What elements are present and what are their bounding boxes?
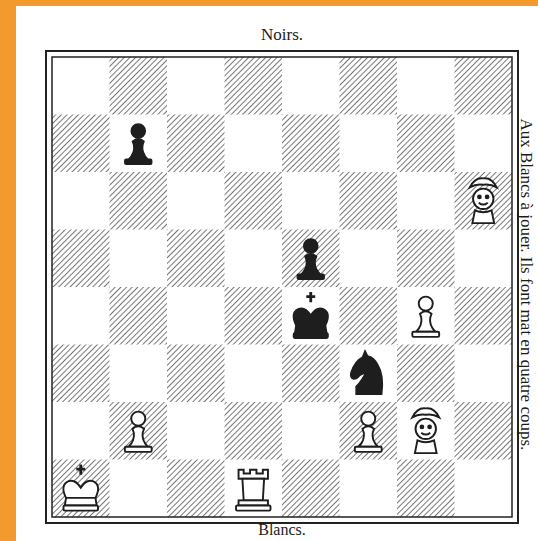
- dark-square: [167, 115, 225, 173]
- dark-square: [167, 460, 225, 518]
- dark-square: [340, 287, 398, 345]
- outer-frame: [46, 51, 518, 523]
- dark-square: [455, 57, 513, 115]
- dark-square: [52, 460, 110, 518]
- white-pawn: [355, 412, 382, 452]
- white-pawn: [125, 412, 152, 452]
- dark-square: [397, 115, 455, 173]
- dark-square: [455, 402, 513, 460]
- black-knight: [351, 351, 383, 394]
- dark-square: [340, 172, 398, 230]
- dark-square: [397, 230, 455, 288]
- dark-square: [110, 172, 168, 230]
- dark-square: [225, 287, 283, 345]
- dark-square: [52, 115, 110, 173]
- inner-frame: [52, 57, 512, 517]
- white-bishop: [470, 178, 497, 223]
- dark-square: [167, 230, 225, 288]
- dark-square: [455, 287, 513, 345]
- white-king: [63, 465, 98, 511]
- dark-square: [110, 57, 168, 115]
- dark-square: [455, 172, 513, 230]
- side-label: Noirs.: [261, 26, 303, 45]
- white-pawn: [412, 297, 439, 337]
- dark-square: [52, 230, 110, 288]
- dark-square: [282, 460, 340, 518]
- dark-square: [225, 57, 283, 115]
- dark-square: [225, 402, 283, 460]
- dark-square: [397, 460, 455, 518]
- dark-square: [282, 230, 340, 288]
- dark-square: [340, 402, 398, 460]
- black-pawn: [125, 124, 152, 164]
- problem-statement: Aux Blancs à jouer. Ils font mat en quat…: [517, 118, 536, 450]
- dark-square: [225, 172, 283, 230]
- dark-square: [167, 345, 225, 403]
- black-pawn: [297, 239, 324, 279]
- black-pieces: [125, 124, 383, 394]
- dark-square: [110, 402, 168, 460]
- dark-square: [397, 345, 455, 403]
- dark-square: [282, 115, 340, 173]
- white-rook: [236, 470, 271, 511]
- black-king: [293, 292, 328, 338]
- side-label: Blancs.: [258, 521, 306, 539]
- dark-square: [110, 287, 168, 345]
- white-pieces: [63, 178, 496, 510]
- dark-square: [340, 57, 398, 115]
- white-bishop: [412, 408, 439, 453]
- dark-square: [52, 345, 110, 403]
- dark-square: [282, 345, 340, 403]
- board-squares: [52, 57, 512, 517]
